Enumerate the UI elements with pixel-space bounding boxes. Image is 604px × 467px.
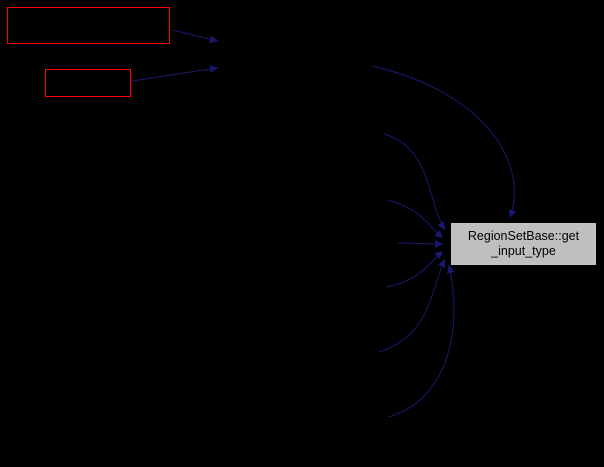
edge-caller-3 — [386, 199, 444, 239]
edge-caller-7 — [387, 264, 455, 418]
edge-caller-6 — [378, 258, 446, 353]
edge-caller-5 — [386, 250, 444, 288]
target-node-label-line2: _input_type — [491, 244, 556, 258]
target-node-label-line1: RegionSetBase::get — [467, 229, 580, 243]
edge-caller-4 — [397, 239, 444, 248]
edge-caller-1 — [371, 65, 517, 219]
edge-caller-2 — [383, 133, 446, 231]
edge-red-node-1 — [171, 29, 219, 44]
edge-red-node-2 — [131, 65, 219, 82]
target-node-regionsetbase-get-input-type: RegionSetBase::get _input_type — [450, 222, 597, 266]
highlighted-node-1[interactable] — [7, 7, 170, 44]
highlighted-node-2[interactable] — [45, 69, 131, 97]
